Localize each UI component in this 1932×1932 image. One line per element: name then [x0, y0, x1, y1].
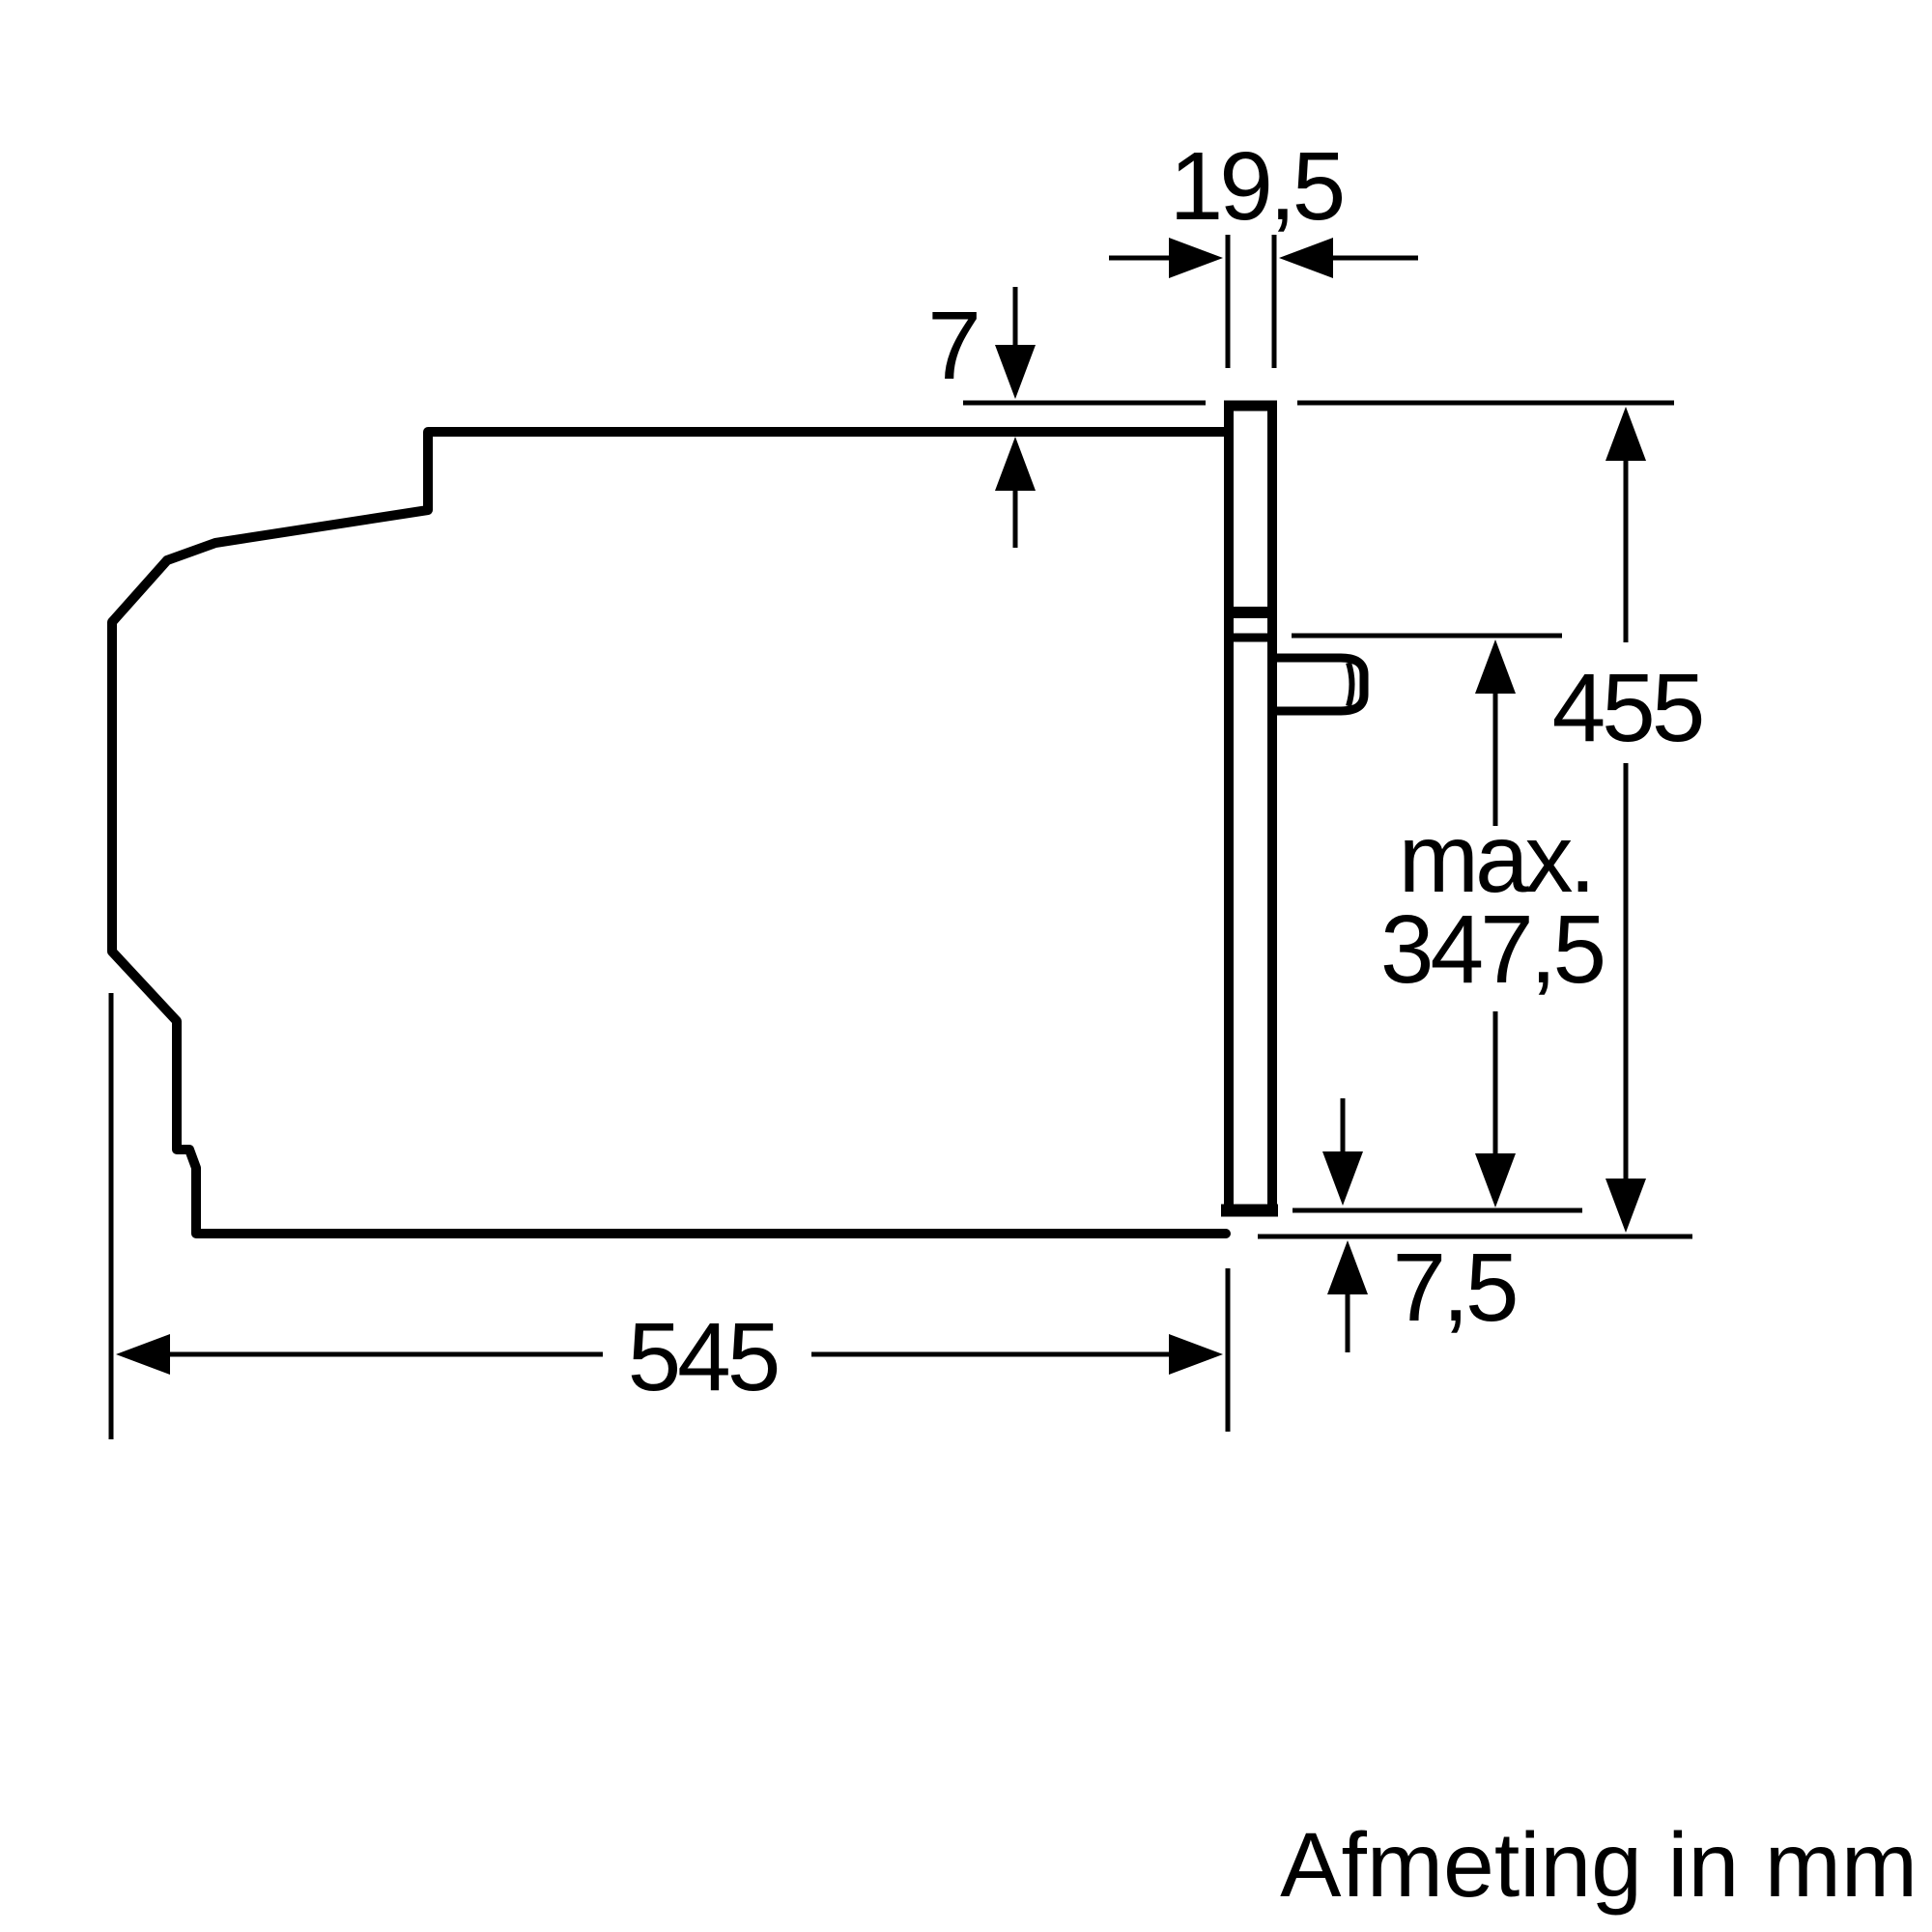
- dim-label-max-height: 347,5: [1380, 895, 1604, 1004]
- handle-face-detail: [1346, 662, 1355, 707]
- dim-label-depth: 545: [628, 1303, 778, 1411]
- dim-label-frame-thickness: 19,5: [1170, 132, 1343, 241]
- dim-bottom-gap: 7,5: [1258, 1098, 1692, 1352]
- arrowhead-up-icon: [1475, 639, 1516, 694]
- door-handle: [1272, 653, 1369, 716]
- arrowhead-down-icon: [995, 345, 1036, 399]
- dim-label-niche-height: 455: [1552, 654, 1702, 762]
- oven-body-outline-path: [107, 427, 1234, 1238]
- dim-depth: 545: [108, 993, 1231, 1439]
- units-caption: Afmeting in mm: [1280, 1814, 1918, 1917]
- arrowhead-down-icon: [1475, 1153, 1516, 1208]
- arrowhead-up-icon: [995, 437, 1036, 491]
- arrowhead-up-icon: [1327, 1240, 1368, 1294]
- arrowhead-up-icon: [1605, 407, 1646, 461]
- arrowhead-right-icon: [1169, 238, 1223, 278]
- front-frame: [1221, 400, 1278, 1217]
- dim-frame-thickness: 19,5: [1109, 132, 1418, 368]
- arrowhead-left-icon: [1279, 238, 1333, 278]
- oven-side-outline: [107, 427, 1234, 1238]
- dim-niche-height: 455: [1297, 400, 1706, 1233]
- arrowhead-right-icon: [1169, 1334, 1223, 1375]
- dim-label-top-protrusion: 7: [927, 292, 978, 400]
- dim-top-protrusion: 7: [927, 287, 1206, 548]
- arrowhead-down-icon: [1322, 1151, 1363, 1206]
- dim-label-max-prefix: max.: [1399, 805, 1593, 913]
- arrowhead-left-icon: [116, 1334, 170, 1375]
- handle-outline: [1272, 653, 1369, 716]
- arrowhead-down-icon: [1605, 1179, 1646, 1233]
- dim-label-bottom-gap: 7,5: [1392, 1234, 1515, 1342]
- dim-max-height: max. 347,5: [1292, 633, 1607, 1208]
